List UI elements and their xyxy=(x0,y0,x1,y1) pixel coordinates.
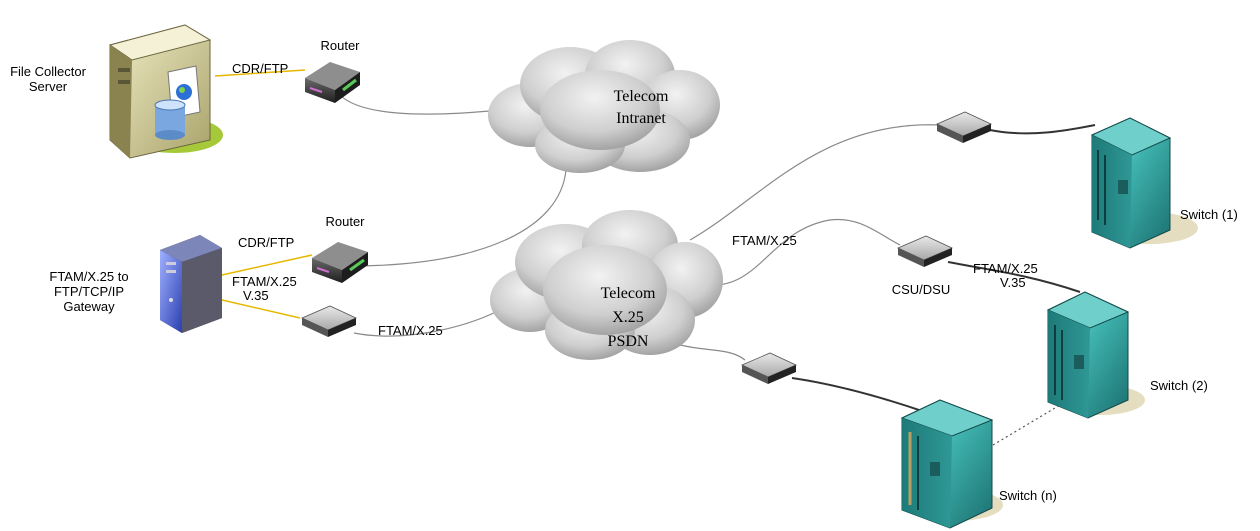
gateway-label-line3: Gateway xyxy=(63,299,115,314)
cloud-psdn-icon xyxy=(490,210,723,360)
link-modem-top-switch1 xyxy=(989,124,1096,135)
modem-gateway-icon xyxy=(301,305,357,337)
cloud-intranet-label-line1: Telecom xyxy=(614,88,669,105)
gateway-server-icon xyxy=(160,235,222,333)
switch-2-label: Switch (2) xyxy=(1150,378,1208,393)
gateway-label-line1: FTAM/X.25 to xyxy=(49,269,128,284)
link-csu-switch2 xyxy=(947,261,1081,293)
link-modem-psdn xyxy=(353,309,501,337)
link-label-csu-switch2-line1: FTAM/X.25 xyxy=(973,261,1038,276)
csu-dsu-icon xyxy=(897,235,953,267)
router-mid-label: Router xyxy=(325,214,365,229)
link-dotted-switchn-switch2 xyxy=(992,401,1066,446)
links xyxy=(214,69,1096,446)
switch-1-icon xyxy=(1090,117,1198,249)
file-server-label-line1: File Collector xyxy=(10,64,87,79)
router-top-icon xyxy=(305,62,360,103)
csu-dsu-label: CSU/DSU xyxy=(892,282,951,297)
link-psdn-modem-top xyxy=(689,124,941,241)
switch-1-label: Switch (1) xyxy=(1180,207,1238,222)
link-server-router-top xyxy=(214,69,306,77)
cloud-psdn-label-line2: X.25 xyxy=(612,309,644,326)
file-server-label-line2: Server xyxy=(29,79,68,94)
link-modem-bottom-switchn xyxy=(791,377,926,413)
link-label-gateway-modem-line1: FTAM/X.25 xyxy=(232,274,297,289)
cloud-psdn-label-line1: Telecom xyxy=(601,285,656,302)
link-intranet-router-mid xyxy=(354,169,567,267)
link-label-csu-switch2-line2: V.35 xyxy=(1000,275,1026,290)
labels: File Collector Server Router CDR/FTP Tel… xyxy=(10,38,1238,503)
router-mid-icon xyxy=(312,242,368,283)
switch-n-icon xyxy=(900,399,1003,529)
router-top-label: Router xyxy=(320,38,360,53)
cloud-intranet-label-line2: Intranet xyxy=(616,110,666,127)
link-label-modem-psdn: FTAM/X.25 xyxy=(378,323,443,338)
switch-n-label: Switch (n) xyxy=(999,488,1057,503)
link-label-psdn-csu: FTAM/X.25 xyxy=(732,233,797,248)
link-psdn-modem-bottom xyxy=(679,344,746,361)
gateway-label-line2: FTP/TCP/IP xyxy=(54,284,124,299)
cloud-psdn-label-line3: PSDN xyxy=(608,333,649,350)
link-label-gateway-modem-line2: V.35 xyxy=(243,288,269,303)
cloud-intranet-icon xyxy=(488,40,720,173)
file-server-icon xyxy=(108,24,223,159)
link-gateway-router-mid xyxy=(221,254,313,276)
link-gateway-modem xyxy=(221,299,301,319)
link-label-server-router: CDR/FTP xyxy=(232,61,288,76)
link-router-top-intranet xyxy=(339,94,501,115)
modem-bottom-icon xyxy=(741,352,797,384)
link-label-gateway-router: CDR/FTP xyxy=(238,235,294,250)
modem-top-icon xyxy=(936,111,992,143)
link-psdn-csu xyxy=(705,218,901,286)
switch-2-icon xyxy=(1046,291,1145,419)
